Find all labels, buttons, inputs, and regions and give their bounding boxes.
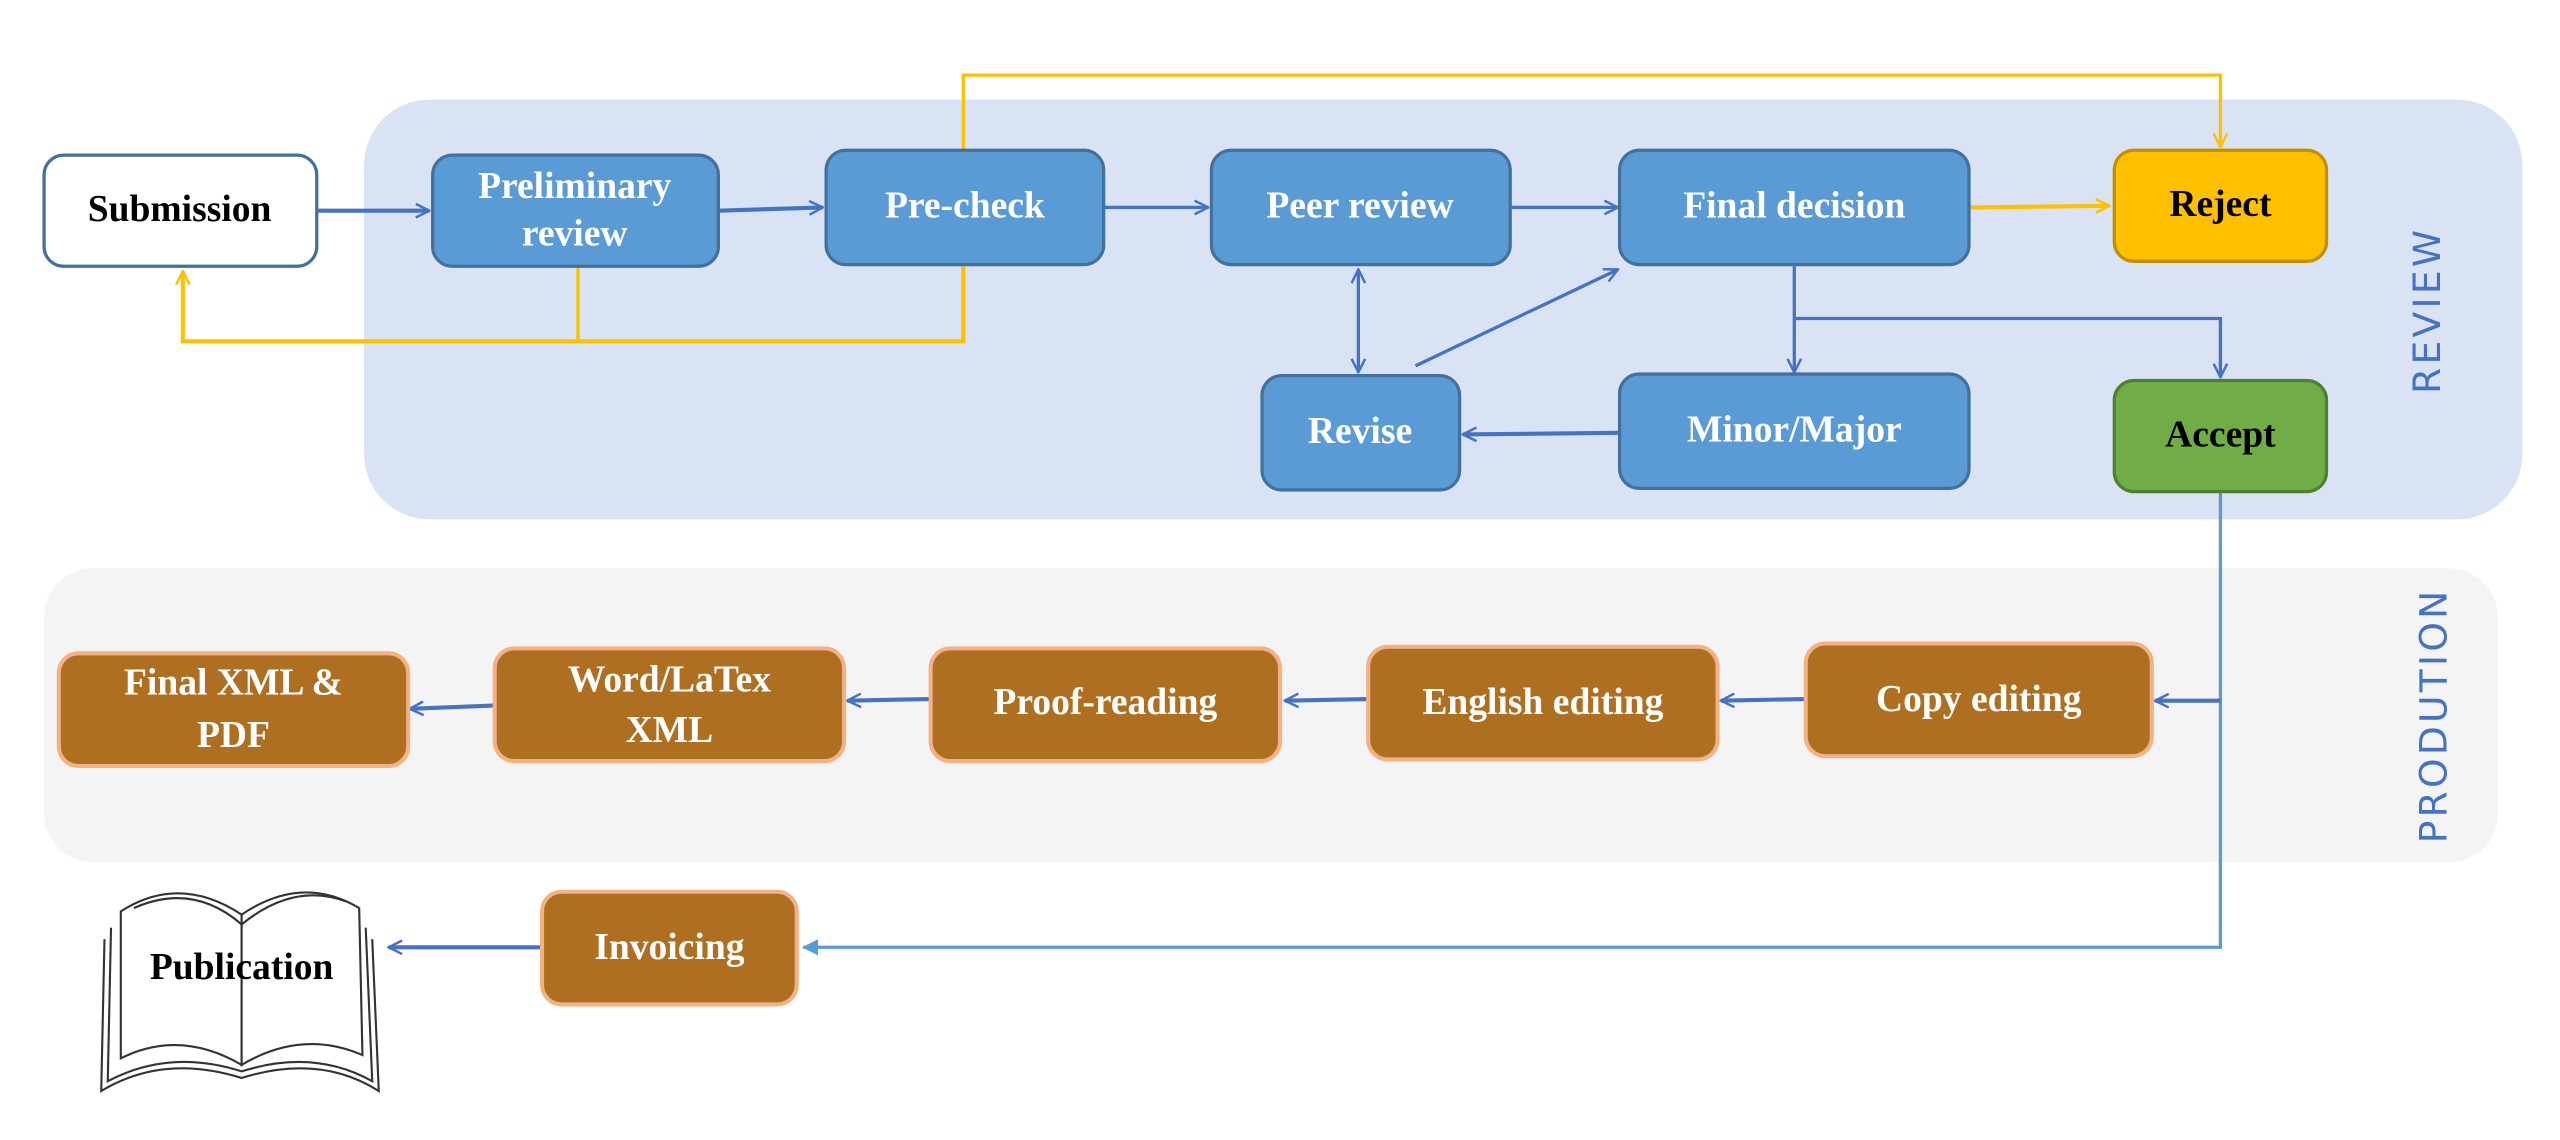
node-reject-label: Reject (2169, 184, 2272, 225)
copy-to-english-arrow (1721, 699, 1805, 701)
node-english-editing: English editing (1366, 644, 1720, 762)
open-book-icon (100, 891, 380, 1093)
node-peer-review: Peer review (1209, 148, 1512, 267)
node-invoicing-label: Invoicing (594, 927, 744, 968)
node-preliminary-review: Preliminary review (431, 153, 720, 268)
node-accept: Accept (2112, 378, 2329, 494)
production-lane-label: PRODUTION (2411, 587, 2455, 843)
node-reject: Reject (2112, 148, 2329, 263)
node-word-latex-xml-label-line1: Word/LaTex (568, 659, 771, 700)
node-minor-major-label: Minor/Major (1687, 409, 1902, 450)
node-final-xml-pdf-label-line2: PDF (197, 715, 270, 756)
node-invoicing: Invoicing (540, 889, 799, 1007)
word-to-final-xml-arrow (410, 706, 494, 709)
node-revise: Revise (1260, 374, 1462, 492)
english-to-proof-arrow (1285, 699, 1369, 701)
node-preliminary-review-label-line1: Preliminary (478, 166, 671, 207)
publication-label: Publication (150, 947, 334, 988)
accept-to-copy-editing-connector (801, 491, 2223, 956)
node-proof-reading-label: Proof-reading (993, 682, 1217, 723)
review-lane-label: REVIEW (2405, 227, 2449, 394)
return-to-submission-connector (183, 266, 966, 344)
preliminary-to-precheck-arrow (718, 207, 822, 210)
node-word-latex-xml-label-line2: XML (626, 710, 714, 751)
proof-to-word-arrow (847, 699, 931, 701)
minor-major-to-revise-arrow (1463, 433, 1620, 435)
node-final-decision-label: Final decision (1683, 186, 1905, 227)
node-pre-check: Pre-check (824, 148, 1106, 267)
node-peer-review-label: Peer review (1266, 186, 1453, 227)
final-to-reject-arrow (1968, 206, 2109, 208)
node-proof-reading: Proof-reading (928, 646, 1283, 764)
node-accept-label: Accept (2165, 414, 2276, 455)
precheck-to-reject-connector (961, 73, 2220, 152)
node-english-editing-label: English editing (1422, 682, 1663, 723)
revise-to-final-arrow (1414, 269, 1618, 368)
node-word-latex-xml: Word/LaTex XML (492, 646, 847, 764)
node-minor-major: Minor/Major (1617, 372, 1971, 490)
node-final-xml-pdf: Final XML & PDF (56, 651, 411, 769)
node-copy-editing-label: Copy editing (1876, 679, 2082, 720)
final-to-accept-arrow (1794, 316, 2220, 377)
node-pre-check-label: Pre-check (885, 186, 1045, 227)
node-submission: Submission (42, 153, 319, 268)
node-copy-editing: Copy editing (1803, 641, 2154, 759)
node-submission-label: Submission (88, 189, 272, 230)
node-final-decision: Final decision (1617, 148, 1971, 267)
node-preliminary-review-label-line2: review (522, 213, 628, 254)
node-final-xml-pdf-label-line1: Final XML & (124, 663, 343, 704)
node-revise-label: Revise (1308, 411, 1412, 452)
